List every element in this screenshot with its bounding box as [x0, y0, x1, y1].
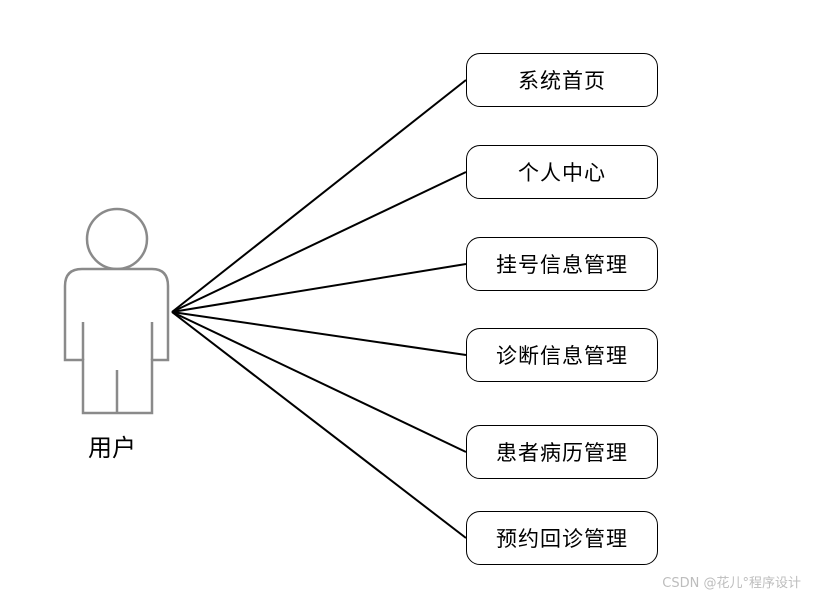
usecase-system-home: 系统首页	[466, 53, 658, 107]
association-line-1	[171, 79, 467, 313]
actor-figure-icon	[63, 207, 170, 415]
usecase-diagnosis-management: 诊断信息管理	[466, 328, 658, 382]
usecase-follow-up-management: 预约回诊管理	[466, 511, 658, 565]
watermark: CSDN @花儿°程序设计	[662, 576, 801, 591]
association-lines	[171, 79, 467, 539]
association-line-6	[171, 311, 467, 539]
usecase-personal-center: 个人中心	[466, 145, 658, 199]
usecase-medical-record-management: 患者病历管理	[466, 425, 658, 479]
association-line-2	[171, 171, 467, 313]
association-line-5	[171, 311, 467, 453]
association-line-4	[171, 311, 467, 356]
actor-label: 用户	[88, 434, 136, 462]
association-line-3	[171, 263, 467, 313]
usecase-registration-management: 挂号信息管理	[466, 237, 658, 291]
